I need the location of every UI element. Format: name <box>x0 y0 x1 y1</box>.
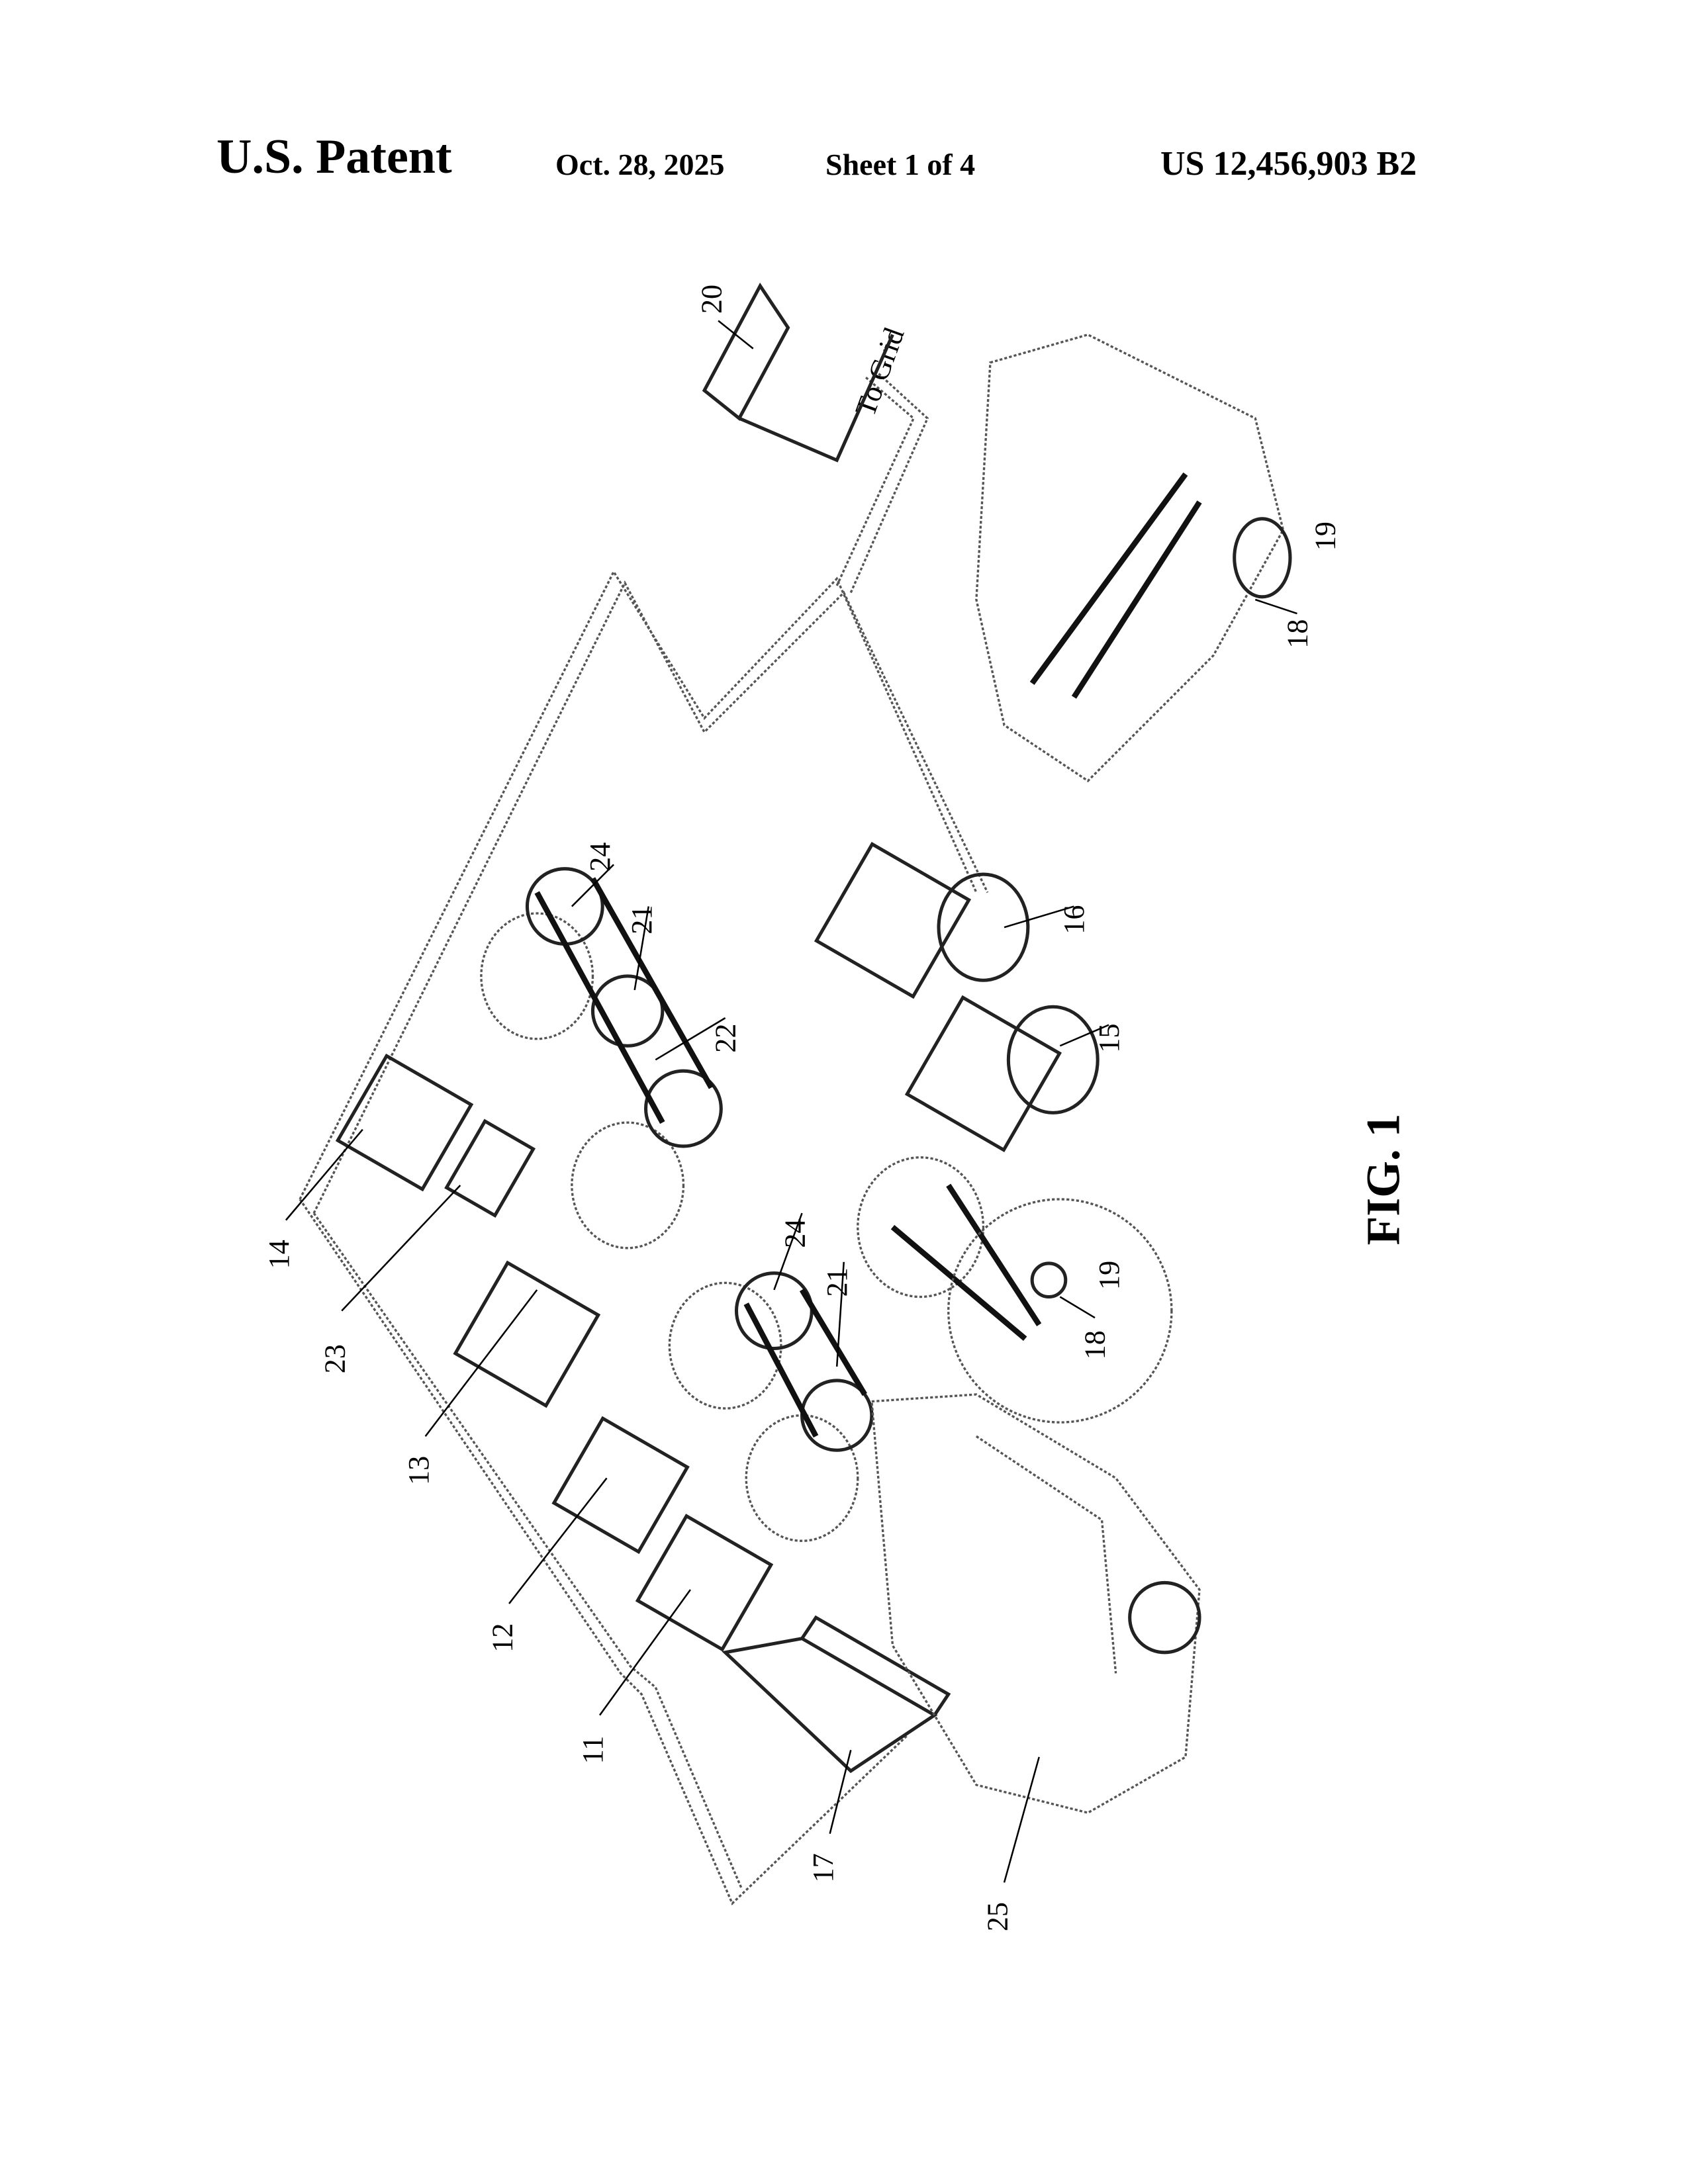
ref-12: 12 <box>486 1623 518 1653</box>
ref-24-lower: 24 <box>779 1219 812 1248</box>
ref-21-upper: 21 <box>626 905 658 934</box>
grid-label: To Grid <box>849 324 910 421</box>
ref-15: 15 <box>1093 1024 1125 1053</box>
ref-22: 22 <box>709 1024 741 1053</box>
platform-frame <box>299 569 989 1905</box>
inset-circle <box>947 1198 1173 1424</box>
motorcycle-inset <box>975 333 1285 783</box>
ref-24-upper: 24 <box>584 842 616 872</box>
ref-14: 14 <box>263 1240 295 1269</box>
ref-11: 11 <box>577 1736 609 1764</box>
controller-17 <box>722 1615 951 1774</box>
ref-18-moto: 18 <box>1281 619 1313 649</box>
figure-label: FIG. 1 <box>1357 1114 1409 1246</box>
ref-19-inset: 19 <box>1093 1261 1125 1290</box>
ref-21-lower: 21 <box>821 1267 853 1297</box>
patent-title: U.S. Patent <box>216 130 452 184</box>
lower-generators <box>814 842 1100 1341</box>
ref-20: 20 <box>695 285 727 314</box>
ref-19-moto: 19 <box>1309 522 1341 551</box>
ref-18-inset: 18 <box>1079 1330 1111 1359</box>
sheet-number: Sheet 1 of 4 <box>825 148 976 181</box>
patent-date: Oct. 28, 2025 <box>555 148 725 181</box>
vehicle-25 <box>870 1393 1201 1814</box>
patent-number: US 12,456,903 B2 <box>1160 145 1417 183</box>
upper-generators <box>335 867 874 1652</box>
ref-23: 23 <box>318 1344 351 1373</box>
ref-13: 13 <box>402 1456 435 1485</box>
ref-16: 16 <box>1058 905 1090 934</box>
device-20 <box>702 283 894 463</box>
reference-numerals: 14 23 13 12 11 17 25 24 21 22 24 21 16 1… <box>263 285 1341 1931</box>
grid-cable <box>835 373 929 594</box>
ref-25: 25 <box>981 1902 1013 1931</box>
ref-17: 17 <box>807 1853 839 1882</box>
